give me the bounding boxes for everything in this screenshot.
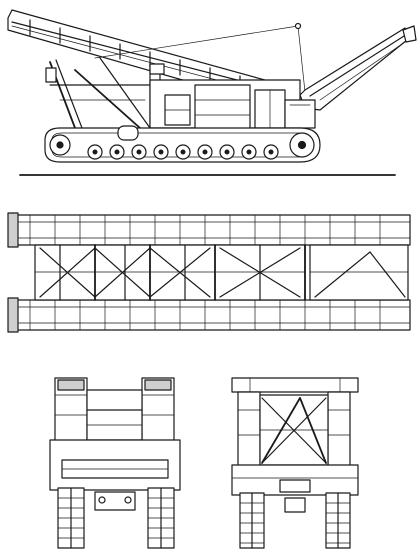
hull xyxy=(149,79,316,131)
track-assembly xyxy=(44,125,321,163)
rear-elevation-view xyxy=(231,377,359,549)
front-ramp-arm xyxy=(299,25,417,111)
bottom-girder xyxy=(9,299,411,331)
engine-box xyxy=(194,84,251,131)
launch-cable xyxy=(94,25,299,59)
top-girder xyxy=(9,214,411,246)
launch-cable-drop xyxy=(297,25,306,93)
front-elevation-view xyxy=(49,377,181,549)
deck-posts xyxy=(59,244,306,301)
rear-top-beam xyxy=(231,377,359,393)
plan-view xyxy=(7,212,411,333)
girder-ribs xyxy=(29,214,381,331)
front-plate xyxy=(94,491,136,511)
rear-tracks xyxy=(239,492,351,549)
side-elevation-view xyxy=(7,9,417,176)
front-tracks xyxy=(57,487,175,549)
front-frame xyxy=(86,389,143,441)
return-roller-icon xyxy=(117,125,139,141)
ramp-frame xyxy=(309,244,409,301)
pulley-icon xyxy=(294,22,302,30)
deck-frame xyxy=(34,244,306,301)
cross-bracing xyxy=(39,247,406,298)
rear-cross-bracing xyxy=(259,397,329,464)
road-wheels xyxy=(87,144,279,160)
